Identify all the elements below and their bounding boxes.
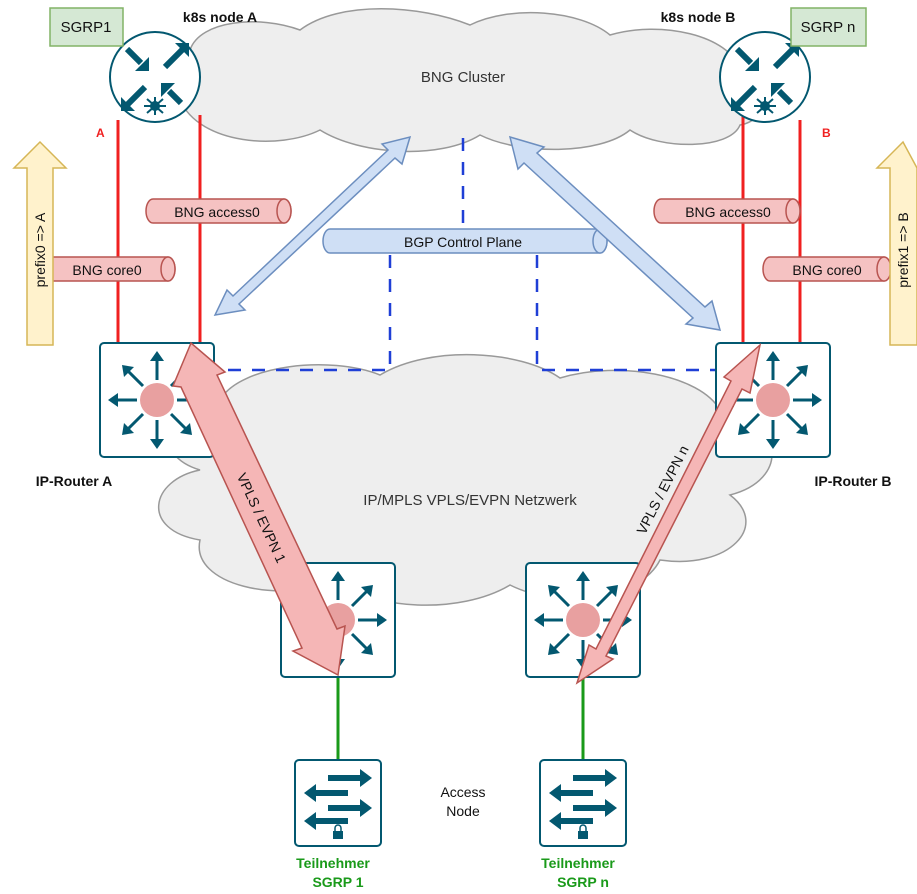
bng-access-a-tube: BNG access0 [145, 198, 292, 224]
prefix-a-arrow [12, 140, 68, 346]
prefix-b-label: prefix1 => B [895, 212, 911, 288]
bgp-control-plane-label: BGP Control Plane [404, 234, 522, 250]
subscriber-n-icon [540, 760, 626, 846]
vpls-evpn-n-arrow [575, 342, 762, 685]
k8s-node-a-title: k8s node A [183, 9, 257, 25]
subscriber-1-line1: Teilnehmer [296, 855, 370, 871]
red-links [116, 115, 802, 345]
prefix-b-arrow [875, 140, 917, 346]
control-plane-arrow-a [213, 135, 412, 316]
control-plane-dashes [214, 138, 718, 372]
sgrp1-tag [49, 7, 124, 47]
bng-access-a-label: BNG access0 [174, 204, 260, 220]
bng-core-a-label: BNG core0 [72, 262, 141, 278]
bng-access-b-tube: BNG access0 [653, 198, 801, 224]
control-plane-arrow-b [508, 135, 722, 331]
bng-core-b-label: BNG core0 [792, 262, 861, 278]
bgp-control-plane-tube: BGP Control Plane [322, 228, 608, 254]
bng-core-b-tube: BNG core0 [762, 256, 892, 282]
sgrpn-tag-label: SGRP n [801, 19, 856, 36]
sgrpn-tag [790, 7, 867, 47]
bng-access-b-label: BNG access0 [685, 204, 771, 220]
mpls-network-label: IP/MPLS VPLS/EVPN Netzwerk [363, 492, 577, 509]
access-node-line1: Access [440, 784, 485, 800]
port-a-label: A [96, 126, 105, 140]
bng-cluster-label: BNG Cluster [421, 69, 505, 86]
access-node-line2: Node [446, 803, 480, 819]
k8s-node-b-title: k8s node B [661, 9, 736, 25]
ip-router-a-title: IP-Router A [36, 473, 112, 489]
ip-router-b-title: IP-Router B [815, 473, 892, 489]
vpls-evpn-1-arrow [171, 341, 346, 677]
sgrp1-tag-label: SGRP1 [61, 19, 112, 36]
subscriber-1-icon [295, 760, 381, 846]
prefix-a-label: prefix0 => A [32, 212, 48, 287]
subscriber-n-line2: SGRP n [557, 874, 609, 890]
subscriber-n-line1: Teilnehmer [541, 855, 615, 871]
bng-core-a-tube: BNG core0 [45, 256, 176, 282]
port-b-label: B [822, 126, 831, 140]
subscriber-1-line2: SGRP 1 [312, 874, 363, 890]
access-links [336, 677, 585, 760]
